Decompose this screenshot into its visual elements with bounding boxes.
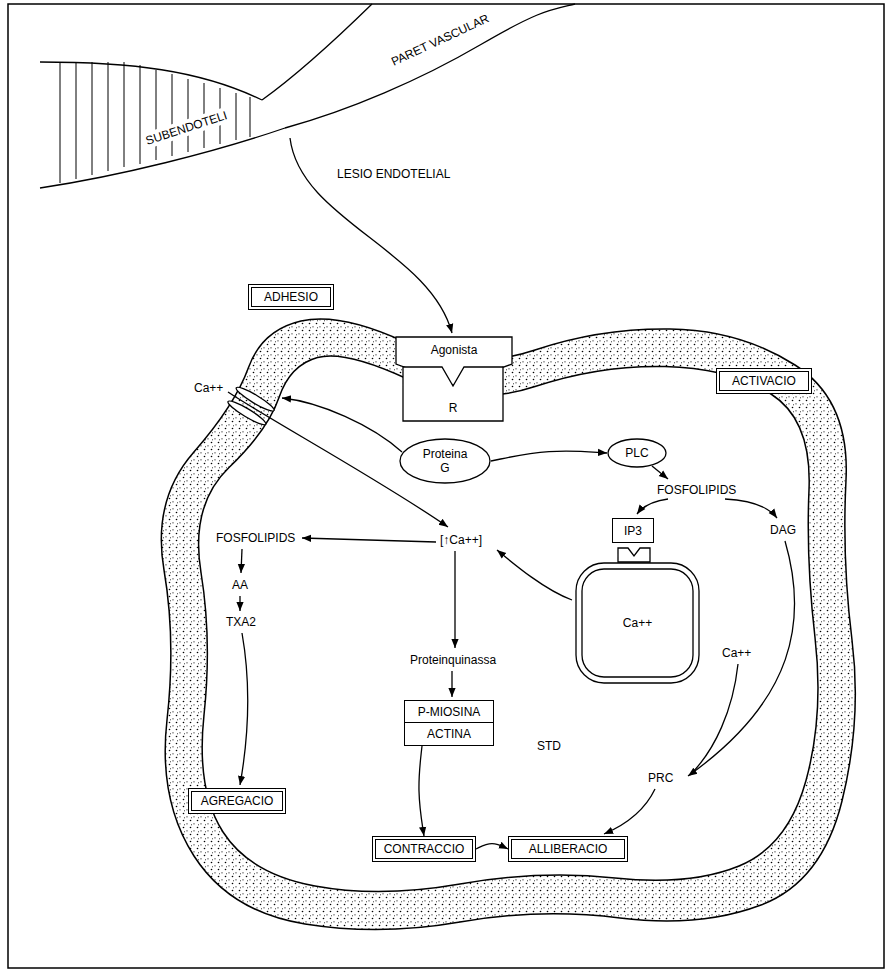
endothelium-line	[285, 4, 575, 128]
wall-line	[262, 4, 372, 100]
node-text: ADHESIO	[264, 290, 318, 304]
molecule-label: AA	[230, 577, 250, 593]
arrow	[240, 633, 248, 785]
node-text: ALLIBERACIO	[529, 842, 608, 856]
process-box: AGREGACIO	[188, 788, 286, 814]
receptor-outline	[403, 367, 503, 421]
node-text: Proteina G	[417, 447, 473, 475]
ion-label: Ca++	[192, 380, 225, 396]
tissue-label: SUBENDOTELI	[142, 107, 231, 150]
organelle-label: STD	[535, 738, 563, 754]
process-box: CONTRACCIO	[372, 836, 476, 862]
receptor-shape: R	[402, 366, 504, 422]
arrow	[725, 499, 777, 518]
arrow-branch	[690, 664, 738, 775]
store-inner-outline	[582, 569, 693, 677]
wall-line	[40, 62, 262, 100]
frame	[8, 4, 884, 968]
arrow-connector	[419, 746, 424, 836]
node-text: Ca++	[623, 616, 652, 630]
ip3-receptor	[618, 548, 650, 562]
process-box: ADHESIO	[248, 284, 334, 310]
molecule-label: FOSFOLIPIDS	[214, 530, 297, 546]
molecule-label: TXA2	[224, 614, 258, 630]
arrow	[652, 466, 668, 479]
enzyme-label: PRC	[646, 770, 675, 786]
protein-ellipse: Proteina G	[399, 438, 491, 484]
process-box: ALLIBERACIO	[508, 836, 628, 862]
protein-box: ACTINA	[404, 722, 494, 746]
node-text: R	[449, 401, 458, 415]
platelet-membrane	[161, 319, 855, 930]
node-text: IP3	[624, 524, 642, 538]
arrow	[604, 789, 655, 834]
protein-box: P-MIOSINA	[404, 700, 494, 723]
node-text: PLC	[625, 446, 648, 460]
node-text: P-MIOSINA	[418, 705, 481, 719]
arrow	[302, 538, 436, 542]
molecule-label: DAG	[768, 522, 798, 538]
ion-label: [↑Ca++]	[438, 532, 484, 548]
arrow-connector	[476, 844, 508, 849]
ellipse-outline	[400, 439, 490, 483]
ellipse-outline	[608, 439, 666, 467]
arrow	[497, 550, 572, 600]
arrow	[282, 398, 402, 452]
molecule-label: FOSFOLIPIDS	[655, 482, 738, 498]
enzyme-ellipse: PLC	[607, 438, 667, 468]
wall-label: PARET VASCULAR	[387, 9, 493, 70]
arrow	[688, 541, 795, 776]
store-shape: Ca++	[575, 562, 700, 684]
ion-label: Ca++	[720, 645, 753, 661]
vessel-wall	[40, 4, 575, 188]
arrow	[637, 499, 668, 514]
arrows	[228, 138, 795, 834]
arrow	[451, 671, 452, 697]
node-text: ACTINA	[427, 727, 471, 741]
arrow-connector	[491, 451, 607, 461]
node-text: ACTIVACIO	[732, 374, 796, 388]
node-text: CONTRACCIO	[384, 842, 465, 856]
process-box: ACTIVACIO	[716, 368, 812, 394]
enzyme-label: Proteinquinassa	[408, 652, 498, 668]
store-outline	[576, 563, 699, 683]
arrow	[241, 549, 242, 573]
arrow	[454, 551, 455, 648]
node-text: Agonista	[431, 343, 478, 357]
arrow	[239, 596, 240, 611]
messenger-box: IP3	[612, 518, 654, 543]
node-text: AGREGACIO	[201, 794, 274, 808]
lesion-label: LESIO ENDOTELIAL	[335, 166, 452, 182]
